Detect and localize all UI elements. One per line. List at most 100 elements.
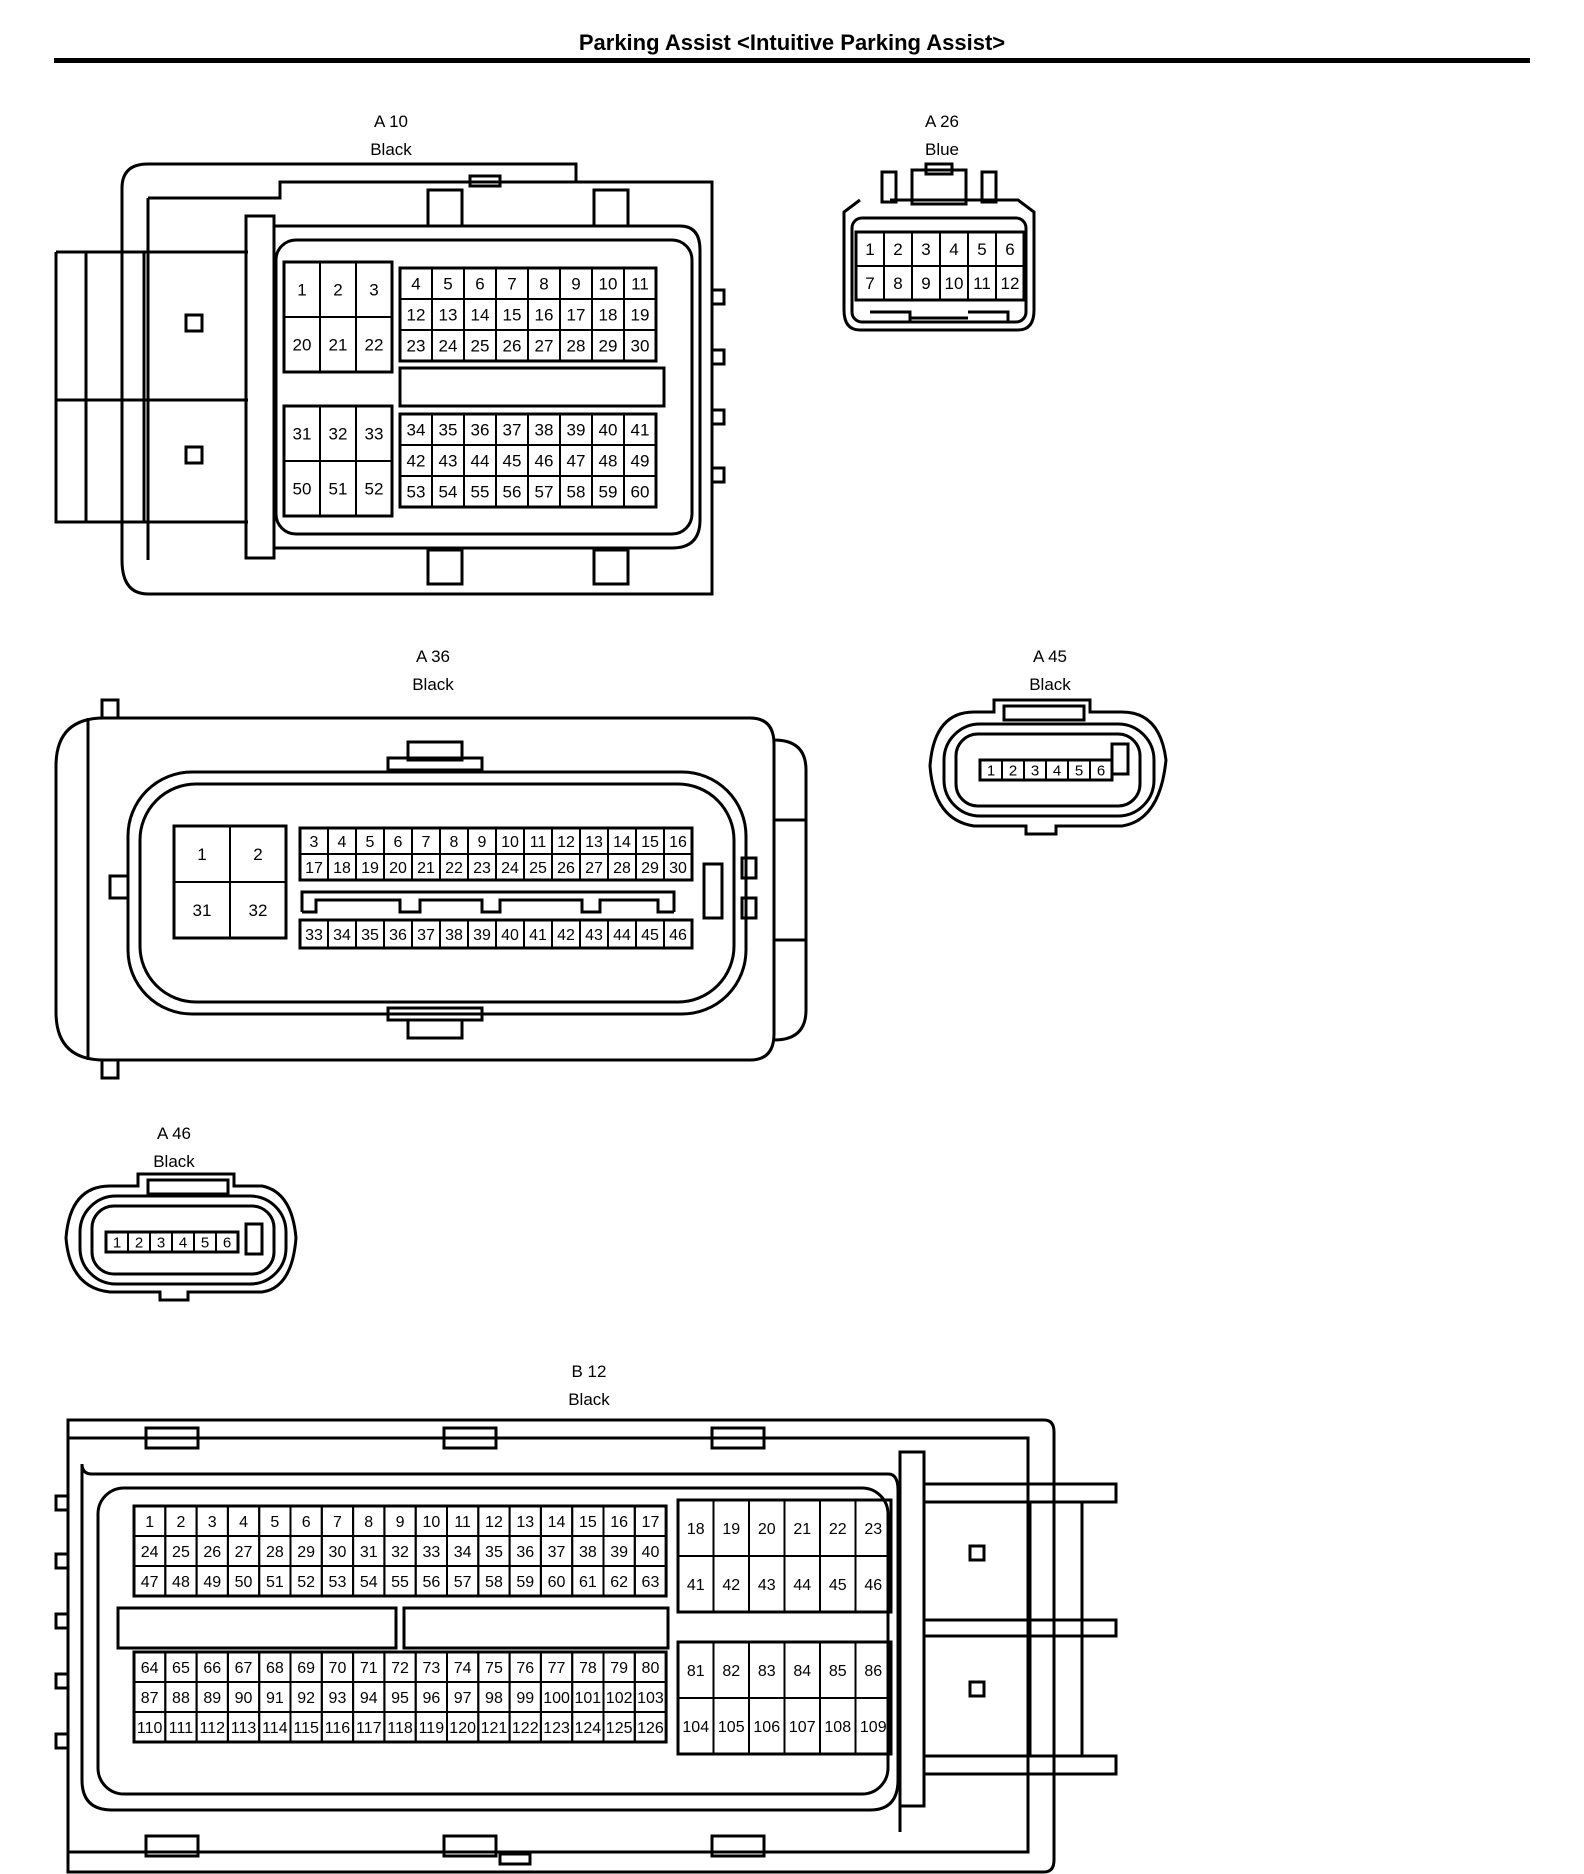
pin-cell-a45-6 [1089,759,1113,781]
pin-cell-b12-109 [854,1697,892,1755]
pin-number-a10-6: 6 [475,275,484,294]
pin-number-a10-11: 11 [631,275,649,294]
pin-number-a26-6: 6 [1005,240,1014,259]
pin-number-a10-21: 21 [329,336,348,355]
pin-number-b12-44: 44 [793,1577,811,1594]
pin-cell-a10-30 [623,329,657,362]
pin-number-b12-78: 78 [579,1660,597,1677]
pin-number-b12-73: 73 [422,1660,440,1677]
pin-cell-a26-12 [995,265,1025,301]
pin-number-b12-9: 9 [396,1514,405,1531]
connector-name-a10: A 10 [373,112,409,131]
pin-number-a36-19: 19 [361,860,379,877]
pin-number-a10-12: 12 [407,306,426,325]
pin-number-a45-6: 6 [1097,762,1105,779]
pin-number-b12-72: 72 [391,1660,409,1677]
pin-number-a10-41: 41 [631,421,650,440]
pin-number-a10-42: 42 [407,452,426,471]
pin-number-b12-10: 10 [422,1514,440,1531]
pin-number-a36-36: 36 [389,927,407,944]
pin-number-b12-17: 17 [642,1514,660,1531]
pin-number-a10-43: 43 [439,452,458,471]
pin-number-a36-27: 27 [585,860,603,877]
pin-number-a10-17: 17 [567,306,586,325]
pin-number-b12-42: 42 [722,1577,740,1594]
pin-number-b12-4: 4 [239,1514,248,1531]
pin-number-a10-48: 48 [599,452,618,471]
pin-number-b12-30: 30 [329,1544,347,1561]
pin-number-b12-68: 68 [266,1660,284,1677]
pin-number-b12-7: 7 [333,1514,342,1531]
pin-number-b12-59: 59 [516,1574,534,1591]
pin-number-b12-1: 1 [145,1514,154,1531]
pin-number-a10-14: 14 [471,306,490,325]
pin-number-b12-8: 8 [364,1514,373,1531]
pin-number-b12-50: 50 [235,1574,253,1591]
pin-number-b12-67: 67 [235,1660,253,1677]
pin-number-b12-107: 107 [789,1719,816,1736]
pin-number-b12-87: 87 [141,1690,159,1707]
connector-a10 [54,162,726,596]
pin-number-a36-31: 31 [193,901,212,920]
pin-number-a10-13: 13 [439,306,458,325]
pin-number-b12-16: 16 [610,1514,628,1531]
pin-number-b12-118: 118 [387,1720,413,1737]
pin-number-a10-15: 15 [503,306,522,325]
pin-number-b12-117: 117 [356,1720,382,1737]
pin-number-a36-3: 3 [310,834,319,851]
connector-color-a45: Black [1029,675,1071,694]
pin-number-a10-44: 44 [471,452,490,471]
pin-number-a10-2: 2 [333,281,342,300]
pin-cell-a10-52 [355,460,393,517]
pin-number-b12-102: 102 [606,1690,633,1707]
pin-number-a46-2: 2 [135,1234,143,1251]
pin-number-b12-52: 52 [297,1574,315,1591]
pin-number-a10-24: 24 [439,337,458,356]
pin-number-b12-93: 93 [329,1690,347,1707]
pin-number-a36-29: 29 [641,860,659,877]
pin-number-a36-8: 8 [450,834,459,851]
pin-number-b12-53: 53 [329,1574,347,1591]
pin-number-a36-24: 24 [501,860,519,877]
pin-number-a10-23: 23 [407,337,426,356]
pin-number-b12-22: 22 [829,1521,847,1538]
pin-number-b12-35: 35 [485,1544,503,1561]
pin-number-b12-104: 104 [682,1719,709,1736]
pin-number-b12-5: 5 [270,1514,279,1531]
pin-number-b12-69: 69 [297,1660,315,1677]
pin-number-a46-5: 5 [201,1234,209,1251]
pin-cell-b12-46 [854,1555,892,1613]
pin-cell-b12-63 [633,1565,668,1597]
pin-number-a10-34: 34 [407,421,426,440]
pin-number-b12-25: 25 [172,1544,190,1561]
pin-number-a36-16: 16 [669,834,687,851]
pin-number-b12-95: 95 [391,1690,409,1707]
pin-number-b12-81: 81 [687,1663,705,1680]
pin-number-b12-6: 6 [302,1514,311,1531]
pin-number-a36-40: 40 [501,927,519,944]
pin-number-b12-79: 79 [610,1660,628,1677]
pin-number-a10-51: 51 [329,480,348,499]
pin-number-a10-1: 1 [297,281,306,300]
pin-cell-a36-30 [663,853,693,881]
pin-number-a36-5: 5 [366,834,375,851]
pin-number-a36-4: 4 [338,834,347,851]
pin-number-b12-115: 115 [293,1720,319,1737]
pin-number-b12-101: 101 [574,1690,601,1707]
pin-number-a10-3: 3 [369,281,378,300]
pin-number-b12-63: 63 [642,1574,660,1591]
pin-number-a36-13: 13 [585,834,603,851]
pin-number-a10-53: 53 [407,483,426,502]
pin-cell-a36-46 [663,919,693,949]
pin-number-b12-3: 3 [208,1514,217,1531]
pin-number-b12-94: 94 [360,1690,378,1707]
connector-color-b12: Black [568,1390,610,1409]
pin-number-b12-46: 46 [864,1577,882,1594]
pin-number-b12-84: 84 [793,1663,811,1680]
pin-number-b12-85: 85 [829,1663,847,1680]
